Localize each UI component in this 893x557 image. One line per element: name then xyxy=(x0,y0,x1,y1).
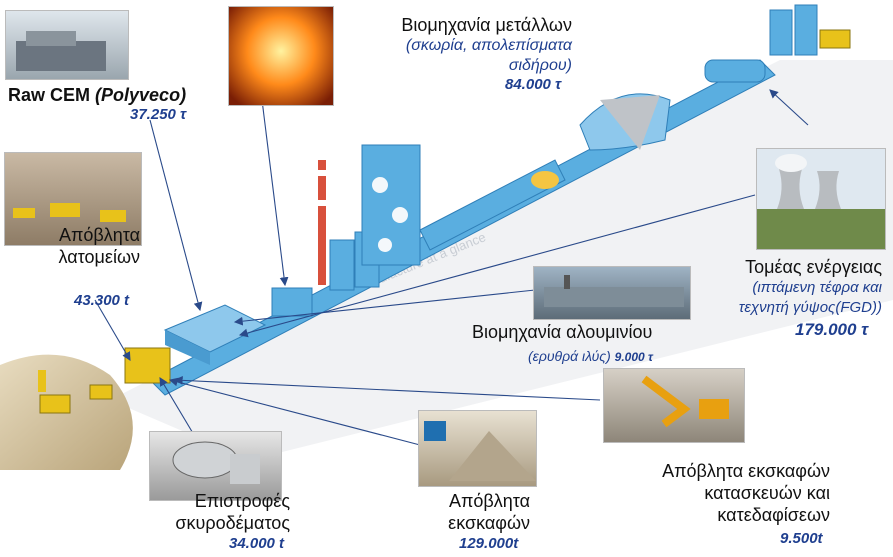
raw-cem-amount: 37.250 τ xyxy=(130,106,186,123)
label-construction: Απόβλητα εκσκαφών κατασκευών και κατεδαφ… xyxy=(600,460,830,526)
aluminium-sub: (ερυθρά ιλύς) xyxy=(528,348,611,364)
crusher-machine xyxy=(125,348,170,383)
metal-title: Βιομηχανία μετάλλων xyxy=(330,14,572,36)
quarry-line1: Απόβλητα xyxy=(20,224,140,246)
photo-demolition xyxy=(603,368,745,443)
cement-truck xyxy=(820,30,850,48)
construction-line1: Απόβλητα εκσκαφών xyxy=(600,460,830,482)
excavation-line2: εκσκαφών xyxy=(410,512,530,534)
energy-title: Τομέας ενέργειας xyxy=(690,256,882,278)
cement-silo-1 xyxy=(770,10,792,55)
quarry-amount: 43.300 t xyxy=(74,292,129,309)
metal-sub2: σιδήρου) xyxy=(330,56,572,76)
cement-silo-2 xyxy=(795,5,817,55)
concrete-amount: 34.000 t xyxy=(229,535,284,552)
arrow-quarry xyxy=(95,300,130,360)
raw-cem-sub: (Polyveco) xyxy=(95,85,186,105)
chimney xyxy=(318,160,326,285)
energy-sub2: τεχνητή γύψος(FGD)) xyxy=(690,298,882,318)
concrete-line2: σκυροδέματος xyxy=(140,512,290,534)
label-aluminium-sub: (ερυθρά ιλύς) 9.000 τ xyxy=(528,345,653,368)
label-excavation: Απόβλητα εκσκαφών xyxy=(410,490,530,534)
excavator xyxy=(40,395,70,413)
photo-molten-metal xyxy=(228,6,334,106)
metal-sub1: (σκωρία, απολεπίσματα xyxy=(330,36,572,56)
construction-line2: κατασκευών και xyxy=(600,482,830,504)
metal-amount: 84.000 τ xyxy=(505,76,561,93)
drill-rig xyxy=(38,370,46,392)
raw-cem-title: Raw CEM xyxy=(8,85,90,105)
energy-amount: 179.000 τ xyxy=(795,320,868,340)
construction-amount: 9.500t xyxy=(780,530,823,547)
excavation-line1: Απόβλητα xyxy=(410,490,530,512)
cement-mill xyxy=(705,60,765,82)
photo-aluminium-plant xyxy=(533,266,691,320)
label-energy: Τομέας ενέργειας (ιπτάμενη τέφρα και τεχ… xyxy=(690,256,882,318)
excavation-amount: 129.000t xyxy=(459,535,518,552)
label-metal: Βιομηχανία μετάλλων (σκωρία, απολεπίσματ… xyxy=(330,14,572,76)
dump-truck xyxy=(90,385,112,399)
label-concrete: Επιστροφές σκυροδέματος xyxy=(140,490,290,534)
arrow-metal xyxy=(262,100,285,285)
photo-excavation xyxy=(418,410,537,487)
label-raw-cem: Raw CEM (Polyveco) xyxy=(8,84,186,106)
label-quarry: Απόβλητα λατομείων xyxy=(20,224,140,268)
silo-1 xyxy=(330,240,354,290)
photo-raw-cem-plant xyxy=(5,10,129,80)
aluminium-amount: 9.000 τ xyxy=(615,350,653,364)
kiln-flame xyxy=(531,171,559,189)
energy-sub1: (ιπτάμενη τέφρα και xyxy=(690,278,882,298)
aluminium-title: Βιομηχανία αλουμινίου xyxy=(472,321,652,343)
arrow-raw-cem xyxy=(150,120,200,310)
construction-line3: κατεδαφίσεων xyxy=(600,504,830,526)
raw-mill xyxy=(272,288,312,316)
photo-power-plant xyxy=(756,148,886,250)
concrete-line1: Επιστροφές xyxy=(140,490,290,512)
quarry-line2: λατομείων xyxy=(20,246,140,268)
